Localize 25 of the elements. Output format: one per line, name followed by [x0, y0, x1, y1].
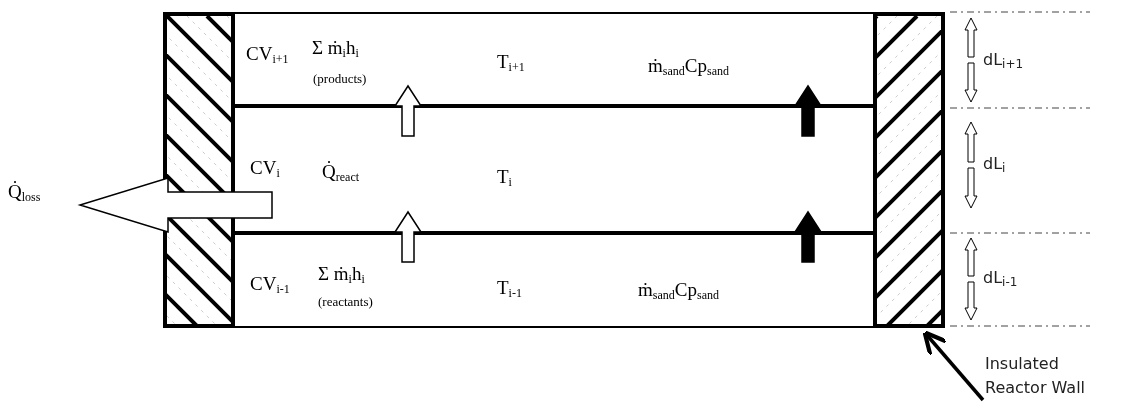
hatched-wall	[163, 12, 235, 328]
temperature-label: T$_{i+1}$	[497, 52, 525, 73]
length-label: dL$_{i+1}$	[983, 52, 1024, 70]
sand-heat-term: ṁ$_{sand}$Cp$_{sand}$	[638, 280, 719, 301]
volume-label: CV$_{i-1}$	[250, 274, 290, 295]
length-label: dL$_{i}$	[983, 156, 1006, 174]
species-note: (reactants)	[318, 295, 373, 308]
hatched-wall	[873, 12, 945, 328]
length-label: dL$_{i-1}$	[983, 270, 1018, 288]
flow-arrow	[393, 84, 423, 137]
flow-arrow	[793, 84, 823, 137]
enthalpy-flow-term: Σ ṁ$_{i}$h$_{i}$	[318, 264, 365, 285]
flow-arrow	[793, 210, 823, 263]
wall-caption: Insulated Reactor Wall	[985, 353, 1087, 399]
flow-arrow	[393, 210, 423, 263]
volume-label: CV$_{i}$	[250, 158, 280, 179]
species-note: (products)	[313, 72, 367, 85]
heat-loss-arrow	[77, 177, 273, 233]
sand-heat-term: ṁ$_{sand}$Cp$_{sand}$	[648, 56, 729, 77]
enthalpy-flow-term: Σ ṁ$_{i}$h$_{i}$	[312, 38, 359, 59]
temperature-label: T$_{i-1}$	[497, 278, 522, 299]
temperature-label: T$_{i}$	[497, 167, 512, 188]
leader-line	[922, 330, 985, 402]
volume-label: CV$_{i+1}$	[246, 44, 289, 65]
heat-release-term: Q̇$_{react}$	[322, 162, 360, 183]
